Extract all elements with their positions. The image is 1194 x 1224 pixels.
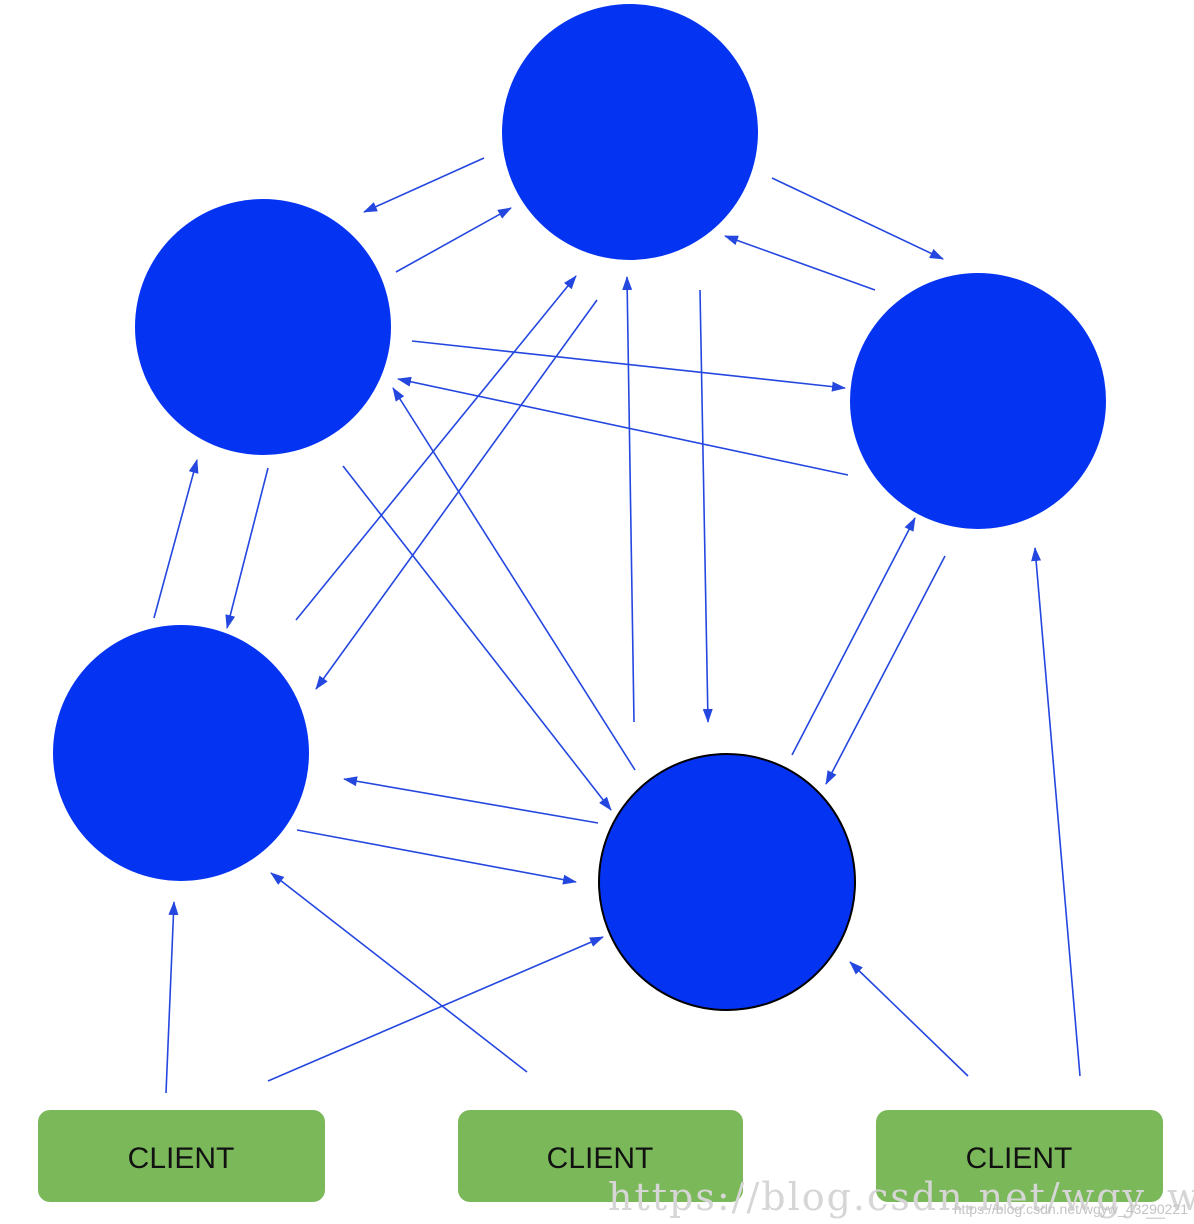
client-box-2-bg <box>458 1110 743 1202</box>
client-box-1-label: CLIENT <box>128 1142 235 1175</box>
edge-bottom-left-to-top <box>295 275 577 621</box>
nodes <box>53 4 1106 1011</box>
edge-right-to-top <box>724 235 876 291</box>
edge-right-to-left <box>397 376 849 476</box>
edge-center-to-left <box>392 387 636 771</box>
node-center <box>598 753 856 1011</box>
edge-top-to-right <box>771 177 944 260</box>
client-box-1: CLIENT <box>38 1110 325 1202</box>
edge-center-to-right <box>791 517 916 756</box>
edge-center-to-top <box>622 276 635 723</box>
edge-client-3-to-right <box>1031 547 1081 1077</box>
watermark: https://blog.csdn.net/wgy_w https://blog… <box>608 1175 1194 1220</box>
client-box-2-label: CLIENT <box>547 1142 654 1175</box>
clients: CLIENT CLIENT CLIENT <box>38 1110 1163 1202</box>
edge-client-3-to-center <box>849 961 969 1077</box>
edge-bottom-left-to-center <box>296 829 577 885</box>
edges <box>153 157 1081 1094</box>
edge-left-to-top <box>395 207 512 273</box>
edge-top-to-left <box>363 157 485 213</box>
edge-left-to-bottom-left <box>225 467 269 629</box>
edge-right-to-center <box>825 555 946 785</box>
node-bottom-left <box>53 625 309 881</box>
edge-bottom-left-to-left <box>153 459 199 619</box>
client-box-3: CLIENT <box>876 1110 1163 1202</box>
edge-client-1-to-center <box>267 936 604 1082</box>
watermark-main: https://blog.csdn.net/wgy_w <box>608 1175 1194 1220</box>
edge-top-to-bottom-left <box>315 299 598 690</box>
edge-client-1-to-bottom-left <box>165 901 179 1094</box>
edge-center-to-bottom-left <box>343 776 599 824</box>
edge-top-to-center <box>699 289 713 723</box>
node-top <box>502 4 758 260</box>
node-left <box>135 199 391 455</box>
client-box-3-label: CLIENT <box>966 1142 1073 1175</box>
watermark-small: https://blog.csdn.net/wgyw_43290221 <box>954 1201 1188 1217</box>
client-box-3-bg <box>876 1110 1163 1202</box>
node-right <box>850 273 1106 529</box>
edge-left-to-center <box>342 465 612 811</box>
client-box-2: CLIENT <box>458 1110 743 1202</box>
edge-client-2-to-bottom-left <box>270 872 528 1073</box>
client-box-1-bg <box>38 1110 325 1202</box>
